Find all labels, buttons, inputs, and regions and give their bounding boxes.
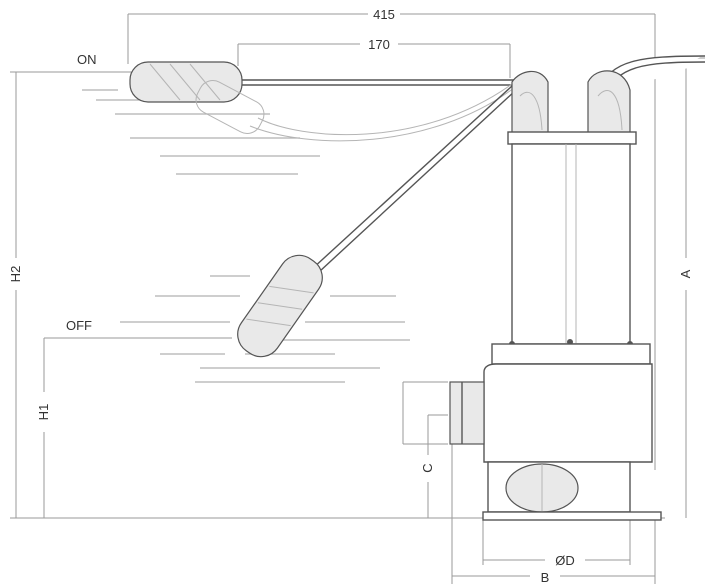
discharge-outlet xyxy=(449,381,485,445)
label-od: ØD xyxy=(555,553,575,568)
cable-gland-right xyxy=(587,70,631,141)
float-switch-off xyxy=(237,85,517,358)
label-415: 415 xyxy=(373,7,395,22)
label-b: B xyxy=(541,570,550,584)
foot-plate xyxy=(482,511,662,521)
label-h2: H2 xyxy=(8,266,23,283)
water-lines xyxy=(82,89,410,383)
submersible-pump xyxy=(449,55,706,521)
label-h1: H1 xyxy=(36,404,51,421)
float-switch-ghost xyxy=(195,79,515,142)
float-switch-on xyxy=(129,61,520,103)
label-170: 170 xyxy=(368,37,390,52)
label-on: ON xyxy=(77,52,97,67)
label-off: OFF xyxy=(66,318,92,333)
pump-volute xyxy=(483,363,653,463)
motor-flange xyxy=(491,343,651,365)
label-c: C xyxy=(420,463,435,472)
dimension-labels: 415 170 ON OFF H2 H1 A C ØD B xyxy=(8,6,693,584)
motor-housing xyxy=(511,143,631,345)
label-a: A xyxy=(678,269,693,278)
float-on-body xyxy=(129,61,243,103)
motor-top-cap xyxy=(507,131,637,145)
cable-gland-left xyxy=(511,70,549,141)
